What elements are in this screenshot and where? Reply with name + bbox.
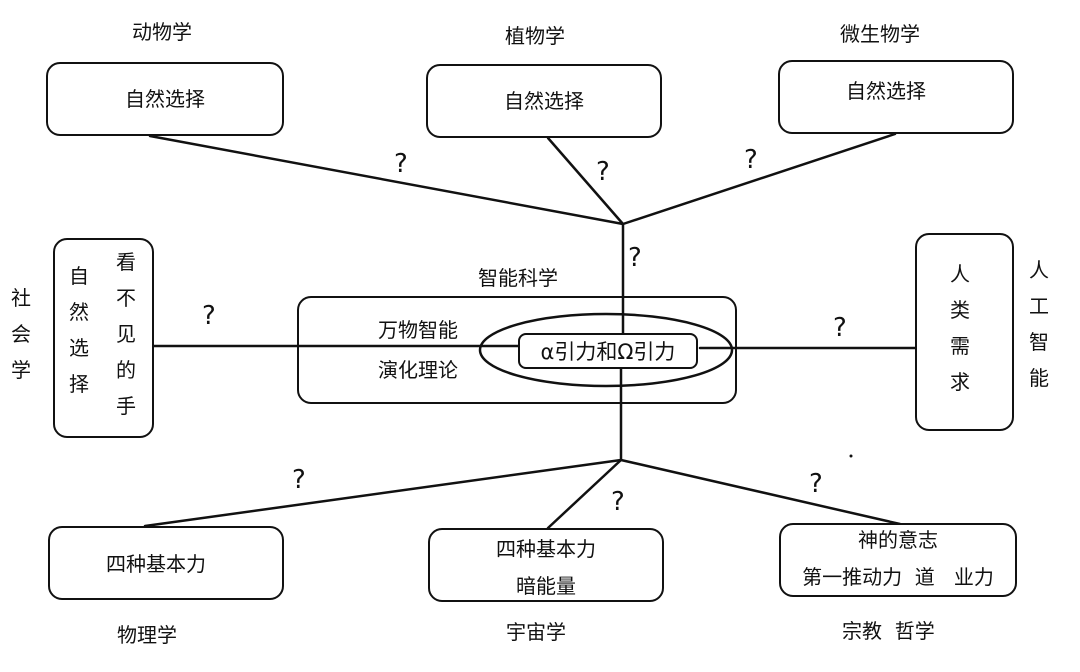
box-cosmology xyxy=(428,528,664,602)
label-religion: 宗教 哲学 xyxy=(842,619,935,643)
question-mark-sociology: ? xyxy=(202,301,216,331)
line-microbiology xyxy=(621,132,897,226)
core-ellipse xyxy=(478,312,734,388)
box-religion-line1: 神的意志 xyxy=(858,528,938,552)
question-mark-trunk: ? xyxy=(628,243,642,273)
box-sociology-col1: 自然选择 xyxy=(69,264,89,396)
center-title: 智能科学 xyxy=(478,266,558,290)
box-center xyxy=(297,296,737,404)
question-mark-religion: ? xyxy=(809,469,823,499)
box-microbiology-text: 自然选择 xyxy=(846,79,926,103)
question-mark-physics: ? xyxy=(292,465,306,495)
box-cosmology-line1: 四种基本力 xyxy=(496,537,596,561)
label-microbiology: 微生物学 xyxy=(840,22,920,46)
label-cosmology: 宇宙学 xyxy=(506,620,566,644)
box-physics xyxy=(48,526,284,600)
question-mark-ai: ? xyxy=(833,313,847,343)
question-mark-zoology: ? xyxy=(394,149,408,179)
box-cosmology-line2: 暗能量 xyxy=(516,574,576,598)
line-zoology xyxy=(148,134,625,226)
box-ai xyxy=(915,233,1014,431)
center-core: α引力和Ω引力 xyxy=(518,333,698,369)
center-line2: 演化理论 xyxy=(378,358,458,382)
box-botany xyxy=(426,64,662,138)
label-physics: 物理学 xyxy=(117,623,177,647)
stray-dot xyxy=(849,454,853,458)
box-religion xyxy=(779,523,1017,597)
box-sociology-col2: 看不见的手 xyxy=(116,250,136,418)
question-mark-microbiology: ? xyxy=(744,145,758,175)
question-mark-botany: ? xyxy=(596,157,610,187)
question-mark-cosmology: ? xyxy=(611,487,625,517)
box-zoology-text: 自然选择 xyxy=(125,87,205,111)
center-line1: 万物智能 xyxy=(378,318,458,342)
label-ai: 人工智能 xyxy=(1029,258,1049,390)
label-botany: 植物学 xyxy=(505,24,565,48)
label-zoology: 动物学 xyxy=(132,20,192,44)
line-physics xyxy=(143,458,623,528)
box-zoology xyxy=(46,62,284,136)
box-physics-text: 四种基本力 xyxy=(106,552,206,576)
line-cosmology xyxy=(546,458,623,530)
box-botany-text: 自然选择 xyxy=(504,89,584,113)
box-ai-text: 人类需求 xyxy=(950,262,970,394)
label-sociology: 社会学 xyxy=(11,286,31,382)
line-religion xyxy=(619,458,902,526)
box-microbiology xyxy=(778,60,1014,134)
box-sociology xyxy=(53,238,154,438)
line-botany xyxy=(546,136,625,226)
box-religion-line2: 第一推动力 道 业力 xyxy=(802,565,994,589)
